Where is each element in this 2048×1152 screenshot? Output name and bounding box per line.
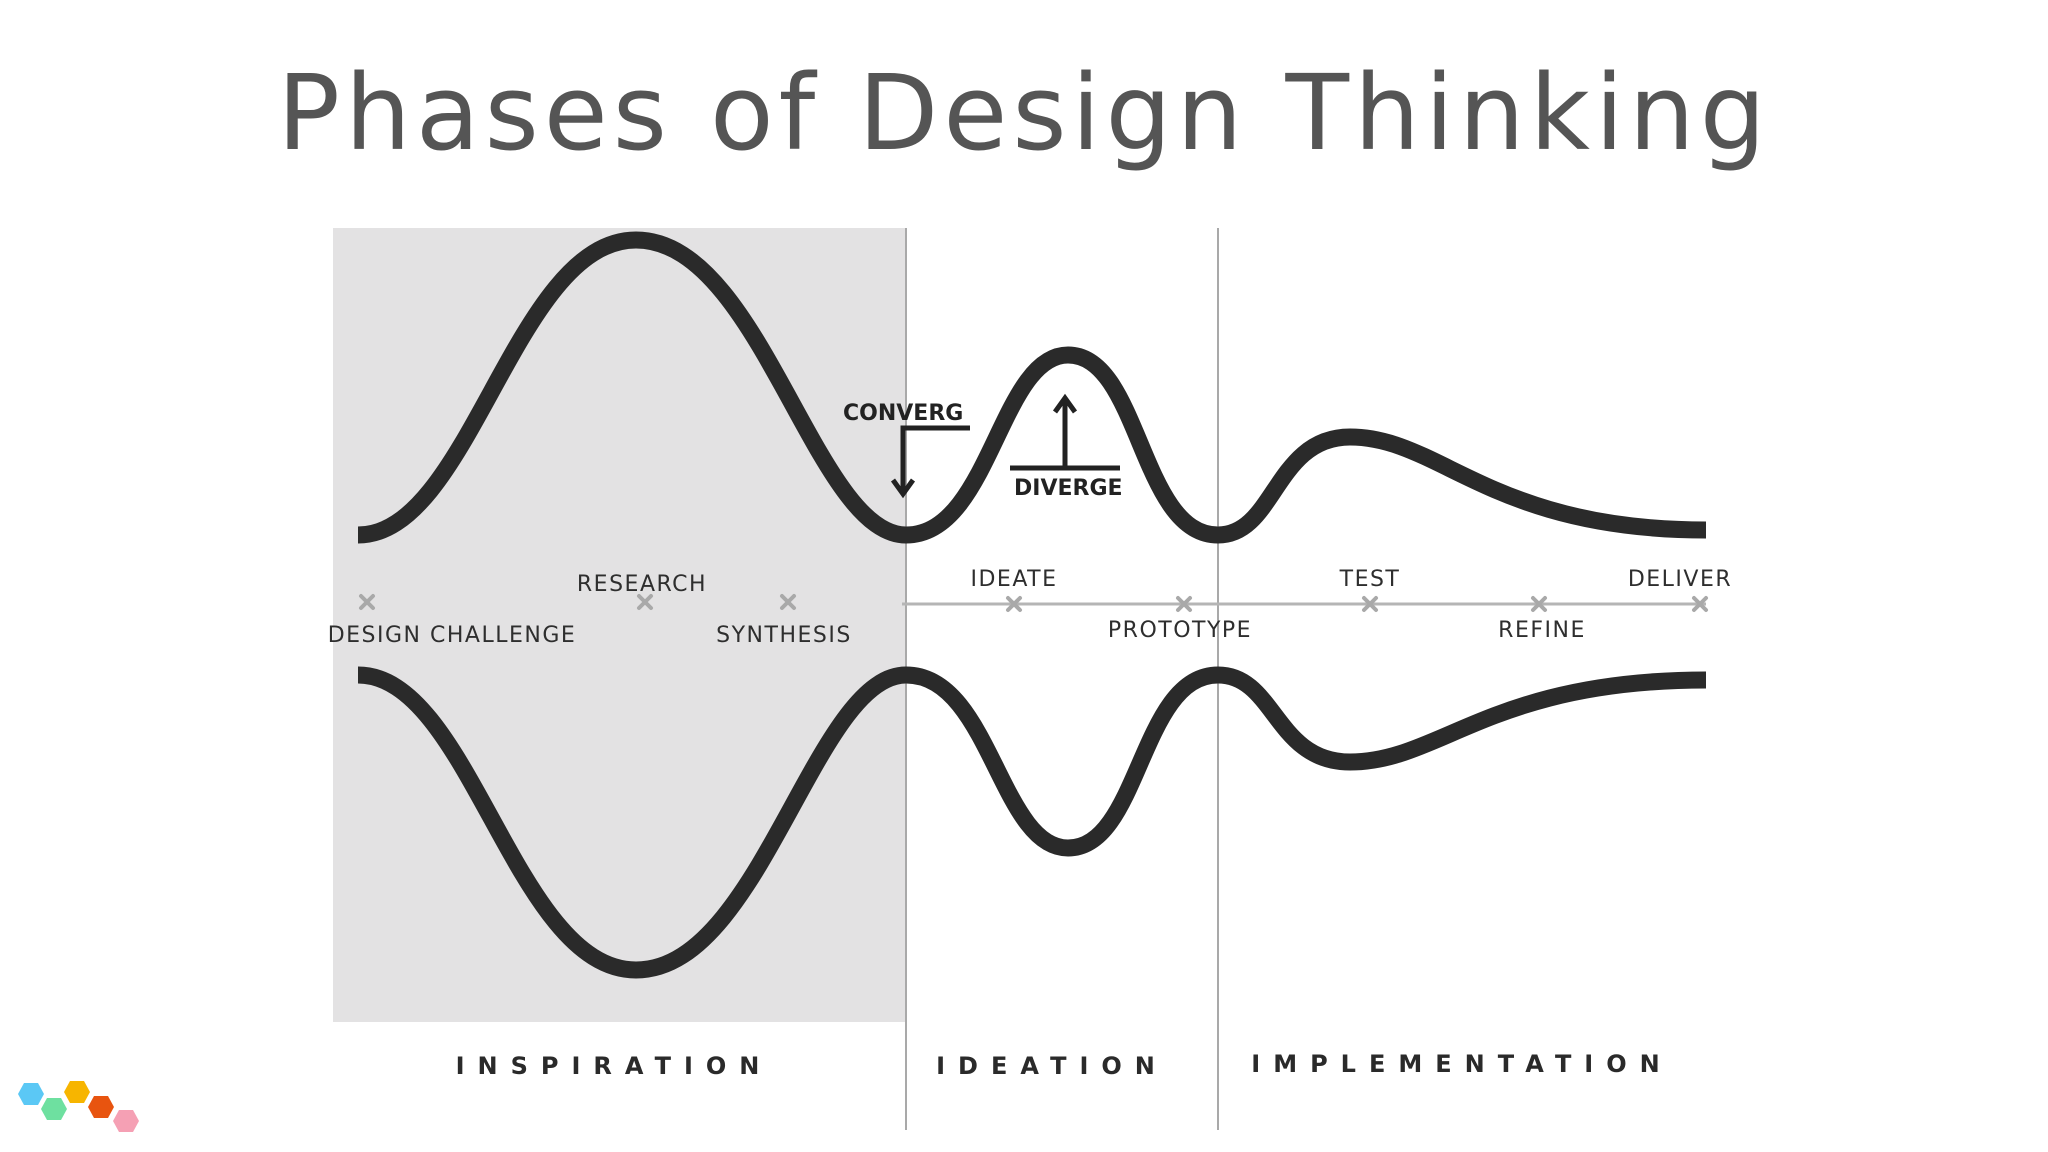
diverge-label: DIVERGE [1014,476,1123,501]
step-label-ideate: IDEATE [970,567,1057,592]
marker-ideate [1006,596,1022,612]
marker-refine [1531,596,1547,612]
hexagon-logo-icon [18,1081,139,1132]
step-label-test: TEST [1339,567,1401,592]
phase-label-implementation: IMPLEMENTATION [1251,1050,1672,1078]
step-markers [359,594,1708,612]
logo-hexagon-orange [88,1096,114,1118]
converge-arrow [890,425,970,499]
logo-hexagon-green [41,1098,67,1120]
slide-title: Phases of Design Thinking [277,52,1771,174]
converge-label: CONVERG [843,401,963,426]
logo-hexagon-blue [18,1083,44,1105]
logo-hexagon-pink [113,1110,139,1132]
step-label-design-challenge: DESIGN CHALLENGE [328,623,577,648]
marker-research [637,594,653,610]
step-label-deliver: DELIVER [1628,567,1732,592]
step-label-research: RESEARCH [577,572,707,597]
phase-label-ideation: IDEATION [936,1052,1168,1080]
logo-hexagon-yellow [64,1081,90,1103]
lower-process-curve [357,666,1707,979]
marker-deliver [1692,596,1708,612]
marker-prototype [1176,596,1192,612]
marker-test [1362,596,1378,612]
diverge-arrow [1010,393,1120,471]
phase-label-inspiration: INSPIRATION [456,1052,773,1080]
marker-synthesis [780,594,796,610]
step-label-prototype: PROTOTYPE [1108,618,1252,643]
step-label-refine: REFINE [1498,618,1586,643]
step-label-synthesis: SYNTHESIS [716,623,852,648]
upper-process-curve [357,231,1707,544]
marker-design-challenge [359,594,375,610]
inspiration-band [333,228,906,1022]
